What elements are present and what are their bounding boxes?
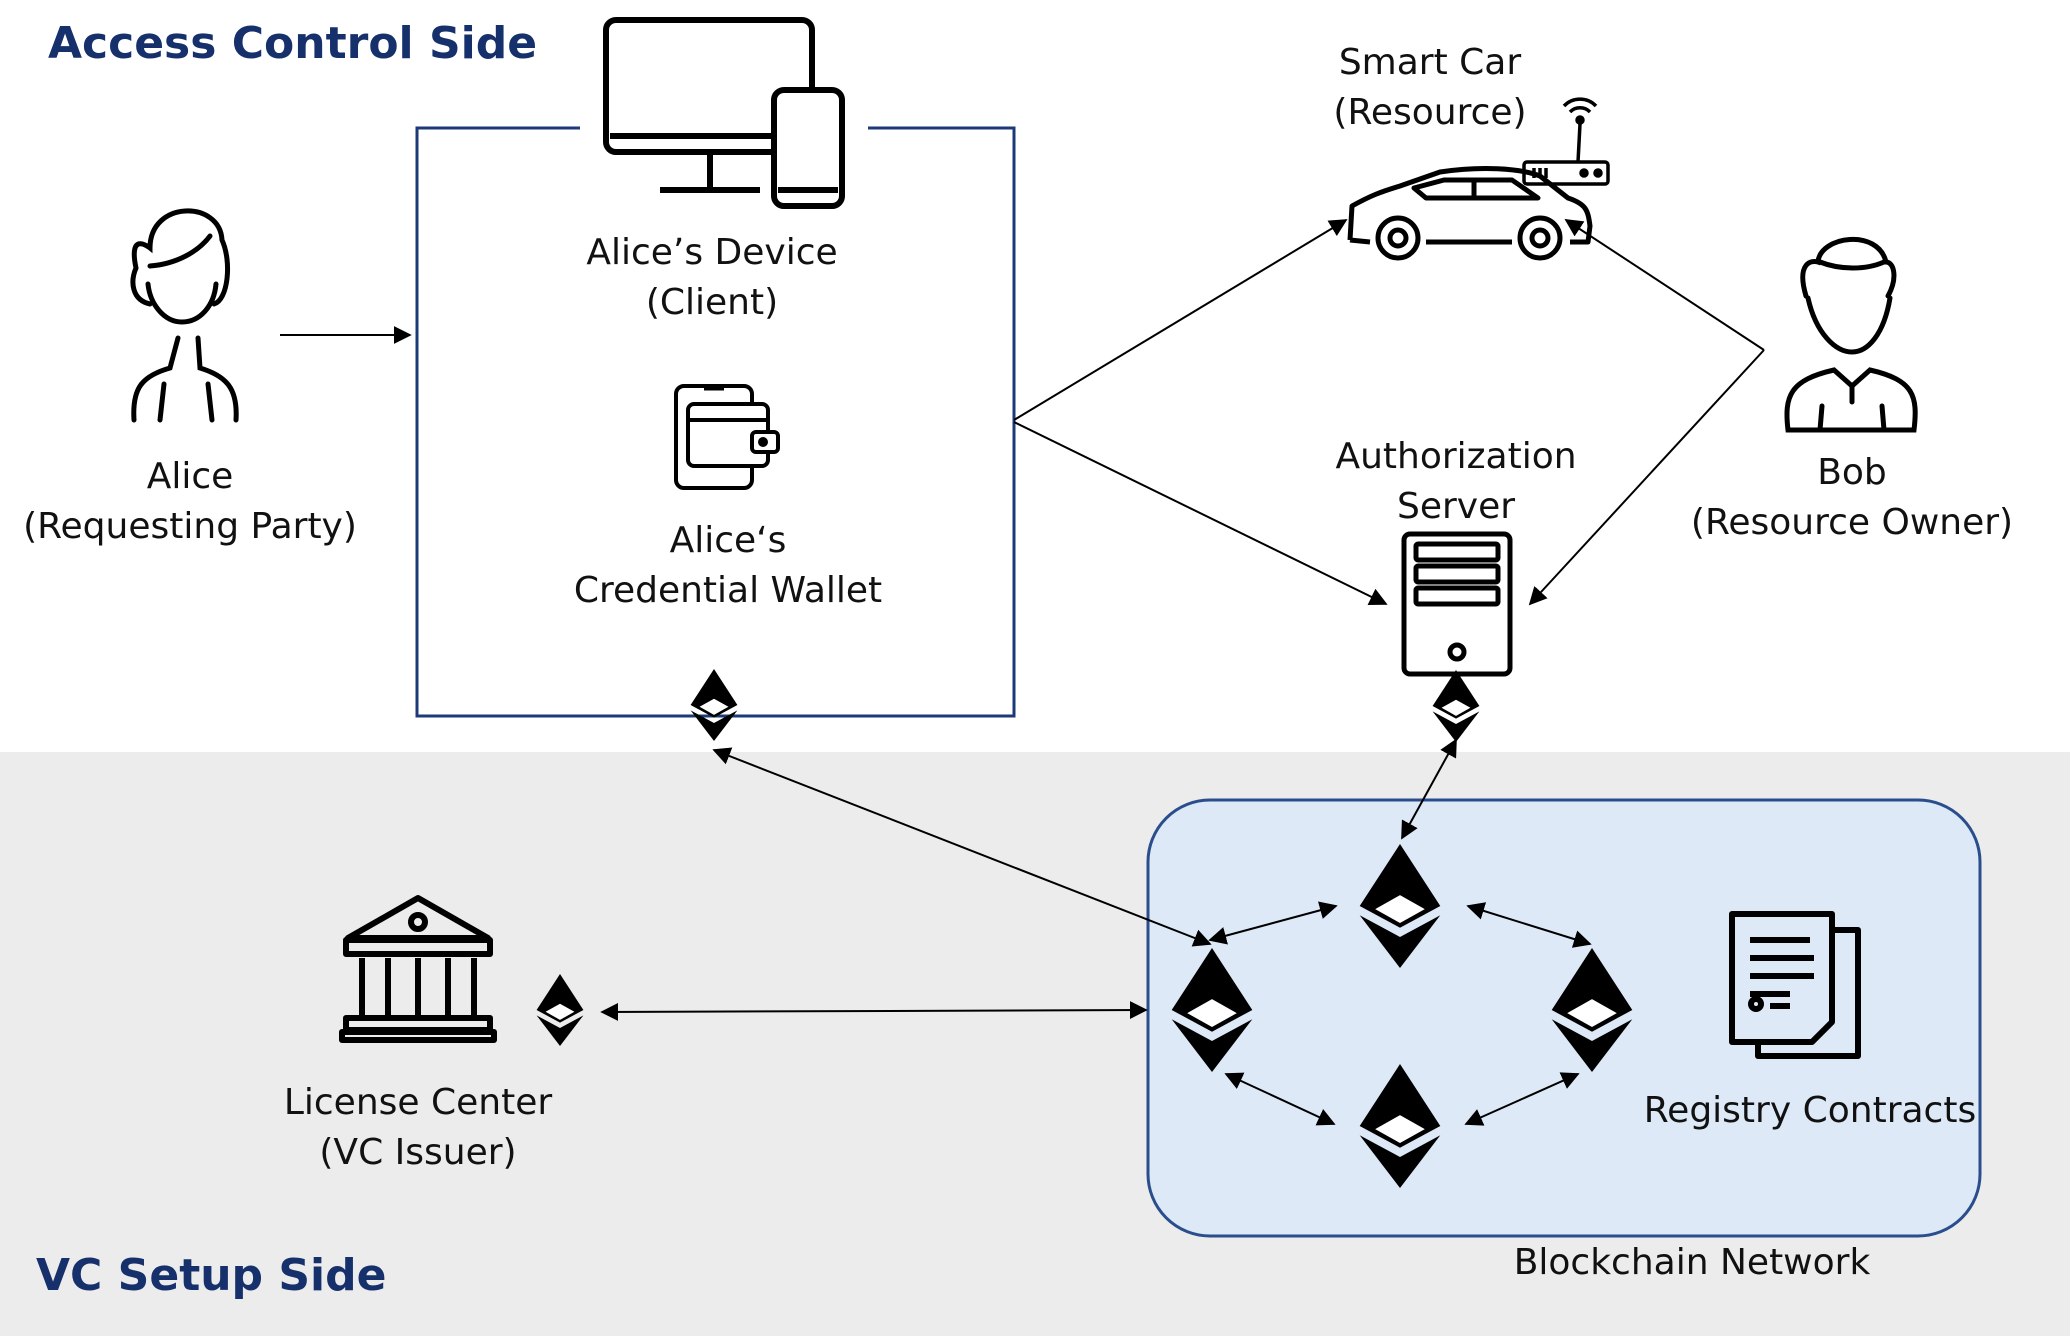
arrow-node-left-bottom [1224, 1072, 1336, 1126]
auth-server-line1: Authorization [1335, 436, 1577, 477]
vc-setup-side-title: VC Setup Side [36, 1250, 387, 1301]
arrow-client-to-auth-server [1013, 421, 1388, 605]
arrow-license-center-to-blockchain [600, 1001, 1148, 1021]
wifi-router-icon [1522, 97, 1610, 186]
device-name: Alice’s Device [586, 232, 838, 273]
license-center-label: License Center (VC Issuer) [284, 1078, 552, 1178]
smart-car-icon [1347, 166, 1593, 261]
auth-server-line2: Server [1396, 486, 1516, 527]
arrow-auth-server-to-blockchain [1401, 738, 1457, 840]
arrow-wallet-to-blockchain [712, 747, 1212, 947]
license-center-name: License Center [283, 1082, 553, 1123]
blockchain-network-box [1146, 798, 1982, 1238]
bob-avatar-icon [1784, 236, 1918, 433]
alice-name: Alice [146, 456, 234, 497]
wallet-label: Alice‘s Credential Wallet [574, 516, 882, 616]
arrow-bob-to-auth-server [1528, 349, 1765, 606]
access-control-side-title: Access Control Side [48, 18, 538, 69]
license-center-icon [339, 895, 497, 1043]
ethereum-icon-auth-server [1432, 670, 1480, 742]
wallet-name-line1: Alice‘s [669, 520, 787, 561]
device-icon [603, 17, 845, 209]
bob-name: Bob [1817, 452, 1887, 493]
bob-role: (Resource Owner) [1690, 502, 2014, 543]
ethereum-icon-wallet [690, 669, 738, 741]
device-role: (Client) [645, 282, 779, 323]
smart-car-name: Smart Car [1338, 42, 1522, 83]
wallet-name-line2: Credential Wallet [573, 570, 883, 611]
arrow-bob-to-car [1564, 219, 1765, 351]
alice-avatar-icon [130, 208, 239, 423]
bob-label: Bob (Resource Owner) [1691, 448, 2013, 548]
ethereum-icon-license-center [536, 974, 584, 1046]
device-label: Alice’s Device (Client) [586, 228, 837, 328]
blockchain-network-label: Blockchain Network [1513, 1242, 1871, 1283]
registry-contracts-icon [1729, 911, 1861, 1059]
access-control-region [0, 0, 2070, 752]
smart-car-role: (Resource) [1333, 92, 1527, 133]
arrow-node-bottom-right [1464, 1072, 1580, 1126]
arrow-node-left-top [1208, 901, 1338, 945]
credential-wallet-icon [674, 384, 780, 490]
arrow-client-to-car [1013, 219, 1348, 421]
registry-contracts-label: Registry Contracts [1643, 1090, 1977, 1131]
arrow-node-top-right [1466, 902, 1592, 948]
license-center-role: (VC Issuer) [319, 1132, 517, 1173]
auth-server-label: Authorization Server [1335, 432, 1576, 532]
smart-car-label: Smart Car (Resource) [1333, 38, 1526, 138]
alice-role: (Requesting Party) [23, 506, 357, 547]
alice-label: Alice (Requesting Party) [23, 452, 357, 552]
authorization-server-icon [1401, 531, 1513, 677]
